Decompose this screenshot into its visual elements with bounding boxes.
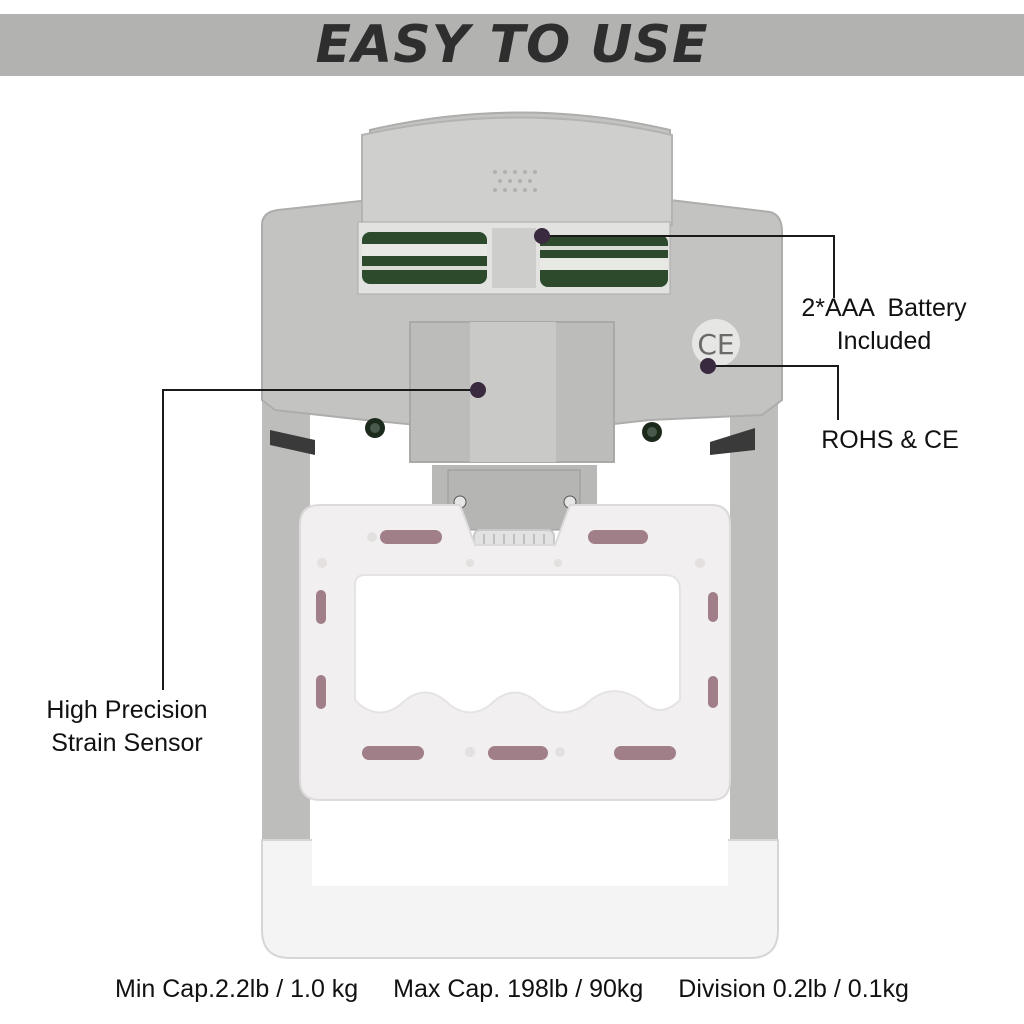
ce-mark-circle [692, 319, 740, 367]
ce-mark-text: CE [697, 328, 734, 361]
clamp-plate [447, 469, 581, 531]
header-banner: EASY TO USE [0, 14, 1024, 76]
battery-callout-line2: Included [836, 327, 932, 355]
banner-title: EASY TO USE [315, 15, 709, 75]
cert-callout-line [708, 365, 839, 420]
spec-division: Division 0.2lb / 0.1kg [678, 975, 909, 1003]
battery-divider [492, 228, 536, 288]
sensor-callout-line1: High Precision [46, 696, 208, 724]
battery-callout-label: 2*AAA Battery Included [784, 292, 984, 358]
grip-cutout [354, 574, 681, 714]
battery-cover [361, 116, 673, 226]
sensor-callout-line [162, 389, 478, 690]
grip-slots [316, 530, 718, 760]
vent-right [710, 428, 755, 455]
spec-max-capacity: Max Cap. 198lb / 90kg [393, 975, 644, 1003]
grip-dimples [317, 532, 705, 757]
battery-callout-line [542, 235, 835, 298]
speaker-grille [493, 170, 537, 192]
sensor-callout-dot [470, 382, 486, 398]
battery-callout-line1: 2*AAA Battery [801, 294, 967, 322]
vent-left [270, 430, 315, 455]
sensor-callout-line2: Strain Sensor [51, 729, 203, 757]
specs-bar: Min Cap.2.2lb / 1.0 kg Max Cap. 198lb / … [0, 975, 1024, 1004]
cert-callout-label: ROHS & CE [821, 426, 959, 454]
battery-left [362, 232, 487, 284]
sensor-callout-label: High Precision Strain Sensor [22, 694, 232, 760]
bottom-handle-inner [312, 838, 728, 886]
battery-callout-dot [534, 228, 550, 244]
frame-right-arm [730, 400, 778, 850]
spec-min-capacity: Min Cap.2.2lb / 1.0 kg [115, 975, 359, 1003]
cert-callout-dot [700, 358, 716, 374]
